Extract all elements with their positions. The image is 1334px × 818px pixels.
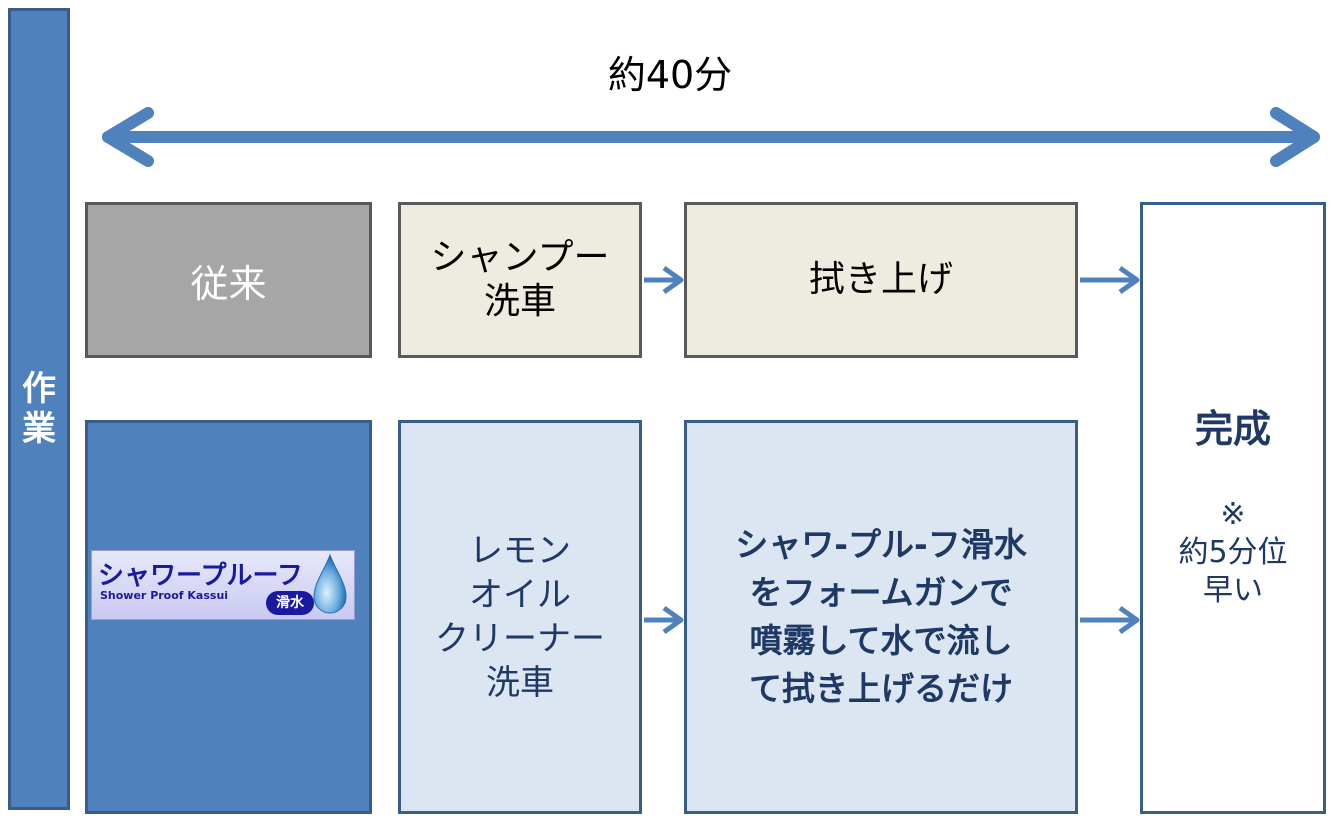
product-logo-name-jp: シャワープルーフ (98, 561, 303, 591)
product-step-wash-line-1: レモン (469, 531, 571, 571)
product-logo-badge: 滑水 (266, 591, 314, 615)
flow-arrow-bottom-1 (644, 605, 684, 635)
product-step-foam-box: シャワ-プル-フ滑水 をフォームガンで 噴霧して水で流し て拭き上げるだけ (684, 420, 1078, 814)
product-step-wash-line-2: オイル (469, 575, 571, 615)
flow-arrow-bottom-2 (1080, 605, 1140, 635)
flow-arrow-top-1 (644, 265, 684, 295)
product-step-wash-box: レモン オイル クリーナー 洗車 (398, 420, 642, 814)
conventional-step-wash-box: シャンプー 洗車 (398, 202, 642, 358)
product-step-foam-line-4: て拭き上げるだけ (749, 669, 1013, 708)
product-logo-name-en: Shower Proof Kassui (100, 589, 229, 602)
result-note-line-2: 早い (1203, 573, 1263, 608)
product-step-wash-line-4: 洗車 (486, 663, 554, 703)
product-step-foam-line-1: シャワ-プル-フ滑水 (735, 525, 1027, 564)
duration-label: 約40分 (607, 53, 733, 97)
conventional-step-wipe-label: 拭き上げ (808, 259, 953, 300)
work-label-bar: 作 業 (8, 8, 70, 810)
work-label-char-2: 業 (22, 409, 56, 449)
product-step-foam-line-3: 噴霧して水で流し (749, 621, 1013, 660)
flow-arrow-top-2 (1080, 265, 1140, 295)
conventional-step-wash-line-1: シャンプー (430, 237, 610, 278)
result-note-line-1: 約5分位 (1178, 535, 1288, 570)
conventional-header-label: 従来 (190, 261, 267, 306)
result-box: 完成 ※ 約5分位 早い (1140, 202, 1326, 814)
result-note-mark: ※ (1220, 497, 1246, 532)
conventional-step-wipe-box: 拭き上げ (684, 202, 1078, 358)
water-drop-icon (313, 553, 347, 614)
product-step-foam-line-2: をフォームガンで (749, 573, 1013, 612)
product-step-wash-line-3: クリーナー (435, 619, 605, 659)
duration-double-arrow (102, 107, 1320, 167)
product-logo: シャワープルーフ Shower Proof Kassui 滑水 (91, 550, 355, 620)
conventional-header-box: 従来 (85, 202, 372, 358)
result-title: 完成 (1194, 407, 1271, 451)
conventional-step-wash-line-2: 洗車 (483, 281, 556, 322)
work-label-char-1: 作 (22, 369, 56, 409)
